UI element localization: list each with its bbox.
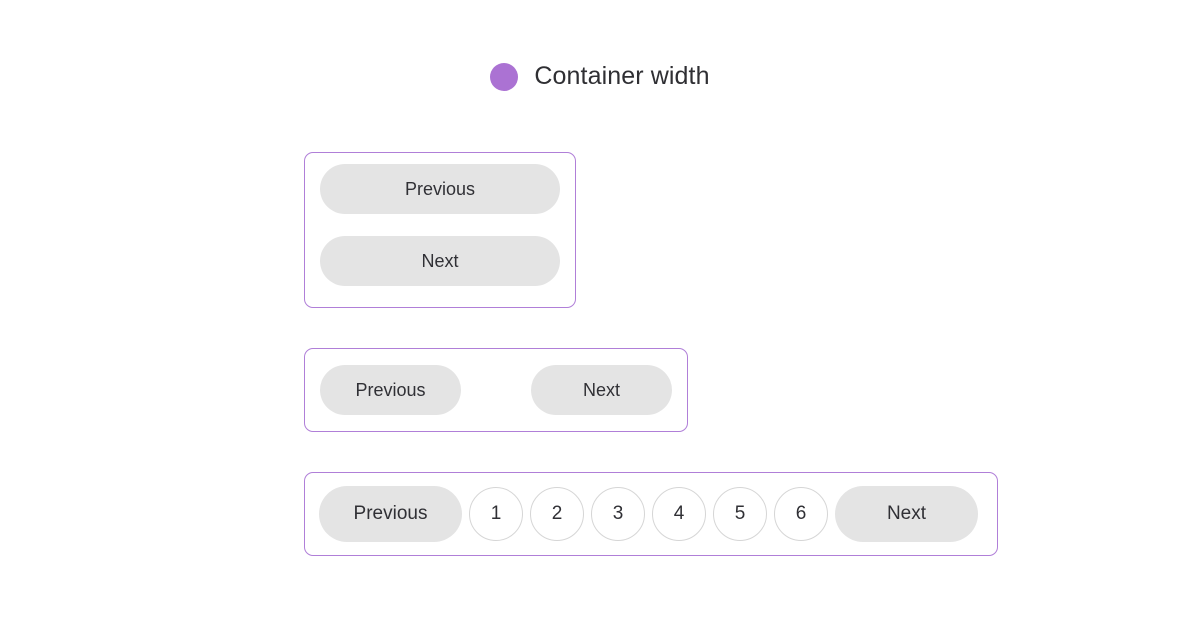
next-button[interactable]: Next [320,236,560,286]
container-spread: Previous Next [304,348,688,432]
pagination-spread: Previous Next [320,360,672,420]
page-button-5[interactable]: 5 [713,487,767,541]
page-button-1[interactable]: 1 [469,487,523,541]
previous-button[interactable]: Previous [319,486,462,542]
page-button-2[interactable]: 2 [530,487,584,541]
container-stacked: Previous Next [304,152,576,308]
pagination-full: Previous 1 2 3 4 5 6 Next [319,486,983,542]
purple-dot-icon [490,62,519,91]
pagination-stacked: Previous Next [320,164,560,296]
container-full: Previous 1 2 3 4 5 6 Next [304,472,998,556]
page-title: Container width [534,62,710,90]
next-button[interactable]: Next [835,486,978,542]
page-button-4[interactable]: 4 [652,487,706,541]
previous-button[interactable]: Previous [320,365,461,415]
page-button-6[interactable]: 6 [774,487,828,541]
previous-button[interactable]: Previous [320,164,560,214]
page-title-row: Container width [0,62,1200,91]
page-button-3[interactable]: 3 [591,487,645,541]
next-button[interactable]: Next [531,365,672,415]
